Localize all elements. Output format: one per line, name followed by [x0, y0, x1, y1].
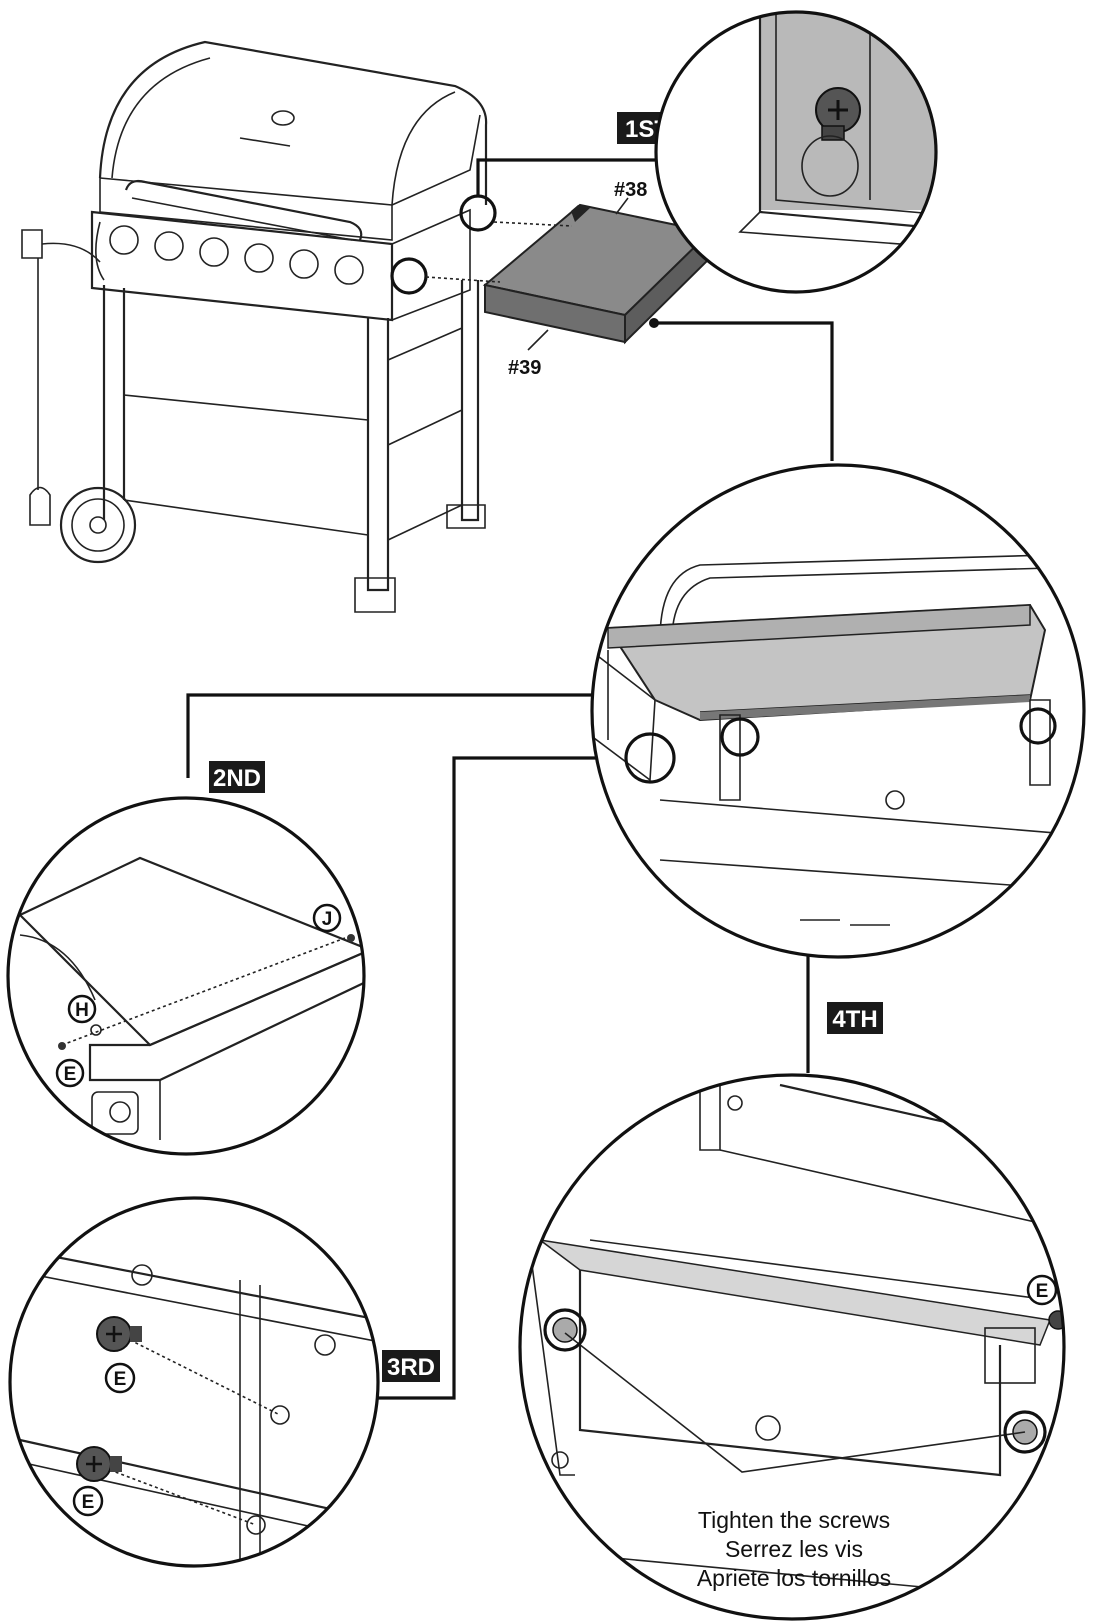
detail-circle-2nd: J H E: [6, 796, 366, 1156]
side-shelf: #38 #39: [425, 179, 713, 379]
part-label-shelf-top: #38: [614, 179, 647, 201]
step-tag-3rd: 3RD: [382, 1350, 440, 1382]
caption-french: Serrez les vis: [725, 1536, 863, 1562]
step-label-3rd: 3RD: [387, 1354, 435, 1381]
thermometer-icon: [271, 110, 295, 126]
hardware-label-h: H: [75, 1000, 89, 1021]
hardware-badge-e-4th: E: [1026, 1274, 1058, 1306]
hardware-badge-e-3rd-bottom: E: [72, 1485, 104, 1517]
screw-icon: [76, 1446, 122, 1482]
hardware-badge-j: J: [312, 903, 342, 933]
control-knobs: [109, 225, 364, 285]
detail-circle-4th: E Tighten the screws Serrez les vis Apri…: [518, 1073, 1066, 1621]
hardware-label-e-3rd-top: E: [114, 1369, 127, 1390]
part-label-shelf-front: #39: [508, 357, 541, 379]
step-label-2nd: 2ND: [213, 765, 261, 792]
hardware-badge-e-3rd-top: E: [104, 1362, 136, 1394]
caption-tighten-screws: Tighten the screws Serrez les vis Apriet…: [697, 1507, 891, 1591]
callout-circle-4th: [1019, 707, 1057, 745]
knob-icon: [334, 255, 364, 285]
callout-circle-screw-left: [543, 1308, 587, 1352]
knob-icon: [154, 231, 184, 261]
callout-circle-lower: [390, 257, 428, 295]
knob-icon: [199, 237, 229, 267]
hardware-label-e-3rd-bottom: E: [82, 1492, 95, 1513]
step-tag-4th: 4TH: [827, 1002, 883, 1034]
screw-icon: [96, 1316, 142, 1352]
caption-english: Tighten the screws: [698, 1507, 890, 1533]
detail-circle-1st: [654, 10, 938, 294]
wheel-icon: [59, 486, 137, 564]
screw-icon: [815, 87, 861, 141]
detail-circle-main: [590, 463, 1086, 959]
knob-icon: [244, 243, 274, 273]
knob-icon: [289, 249, 319, 279]
callout-circle-3rd: [624, 732, 676, 784]
hardware-badge-e-2nd: E: [55, 1058, 85, 1088]
step-label-4th: 4TH: [832, 1006, 877, 1033]
callout-circle-2nd: [720, 717, 760, 757]
caption-spanish: Apriete los tornillos: [697, 1565, 891, 1591]
callout-circle-screw-right: [1003, 1410, 1047, 1454]
hardware-label-e-2nd: E: [64, 1064, 77, 1085]
hardware-label-j: J: [322, 909, 333, 930]
knob-icon: [109, 225, 139, 255]
hardware-badge-h: H: [67, 994, 97, 1024]
callout-circle-upper: [459, 194, 497, 232]
hardware-label-e-4th: E: [1036, 1281, 1049, 1302]
grill-overview: [21, 40, 497, 613]
detail-circle-3rd: E E: [8, 1196, 380, 1568]
step-tag-2nd: 2ND: [209, 761, 265, 793]
